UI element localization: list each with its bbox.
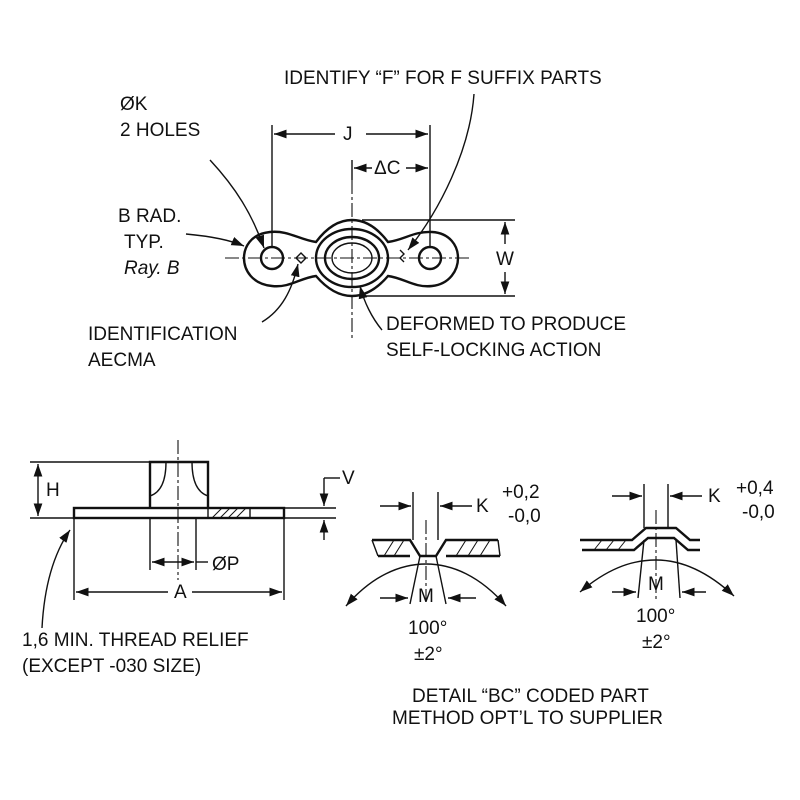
top-view: J ΔC W IDENTIFY “F” FOR F SUFFIX PARTS Ø… — [88, 68, 626, 371]
callout-f: IDENTIFY “F” FOR F SUFFIX PARTS — [284, 68, 602, 89]
rad-label-1: B RAD. — [118, 206, 181, 227]
boss-barrel — [148, 460, 210, 508]
rad-label-2: TYP. — [124, 232, 164, 253]
dr-tol-minus: -0,0 — [742, 502, 775, 523]
dr-m: M — [648, 574, 664, 595]
flange — [72, 506, 286, 520]
dim-p-label: ØP — [212, 554, 239, 575]
deformed-label-2: SELF-LOCKING ACTION — [386, 340, 601, 361]
f-mark — [399, 249, 405, 263]
detail-caption-2: METHOD OPT’L TO SUPPLIER — [392, 708, 663, 729]
dr-angle-tol: ±2° — [642, 632, 671, 653]
dl-m: M — [418, 586, 434, 607]
dl-angle: 100° — [408, 618, 447, 639]
hole-count-label: 2 HOLES — [120, 120, 200, 141]
detail-left: K +0,2 -0,0 M 100° ±2° — [345, 482, 541, 665]
relief-label-2: (EXCEPT -030 SIZE) — [22, 656, 201, 677]
ident-label-1: IDENTIFICATION — [88, 324, 238, 345]
detail-caption-1: DETAIL “BC” CODED PART — [412, 686, 649, 707]
dim-c-label: ΔC — [374, 158, 400, 179]
dl-tol-plus: +0,2 — [502, 482, 540, 503]
dl-k: K — [476, 496, 489, 517]
dim-w-label: W — [496, 249, 514, 270]
dl-tol-minus: -0,0 — [508, 506, 541, 527]
dr-k: K — [708, 486, 721, 507]
section-hatch — [207, 507, 251, 519]
dr-tol-plus: +0,4 — [736, 478, 774, 499]
rad-label-3: Ray. B — [124, 258, 180, 279]
dim-h-label: H — [46, 480, 60, 501]
ident-label-2: AECMA — [88, 350, 156, 371]
relief-label-1: 1,6 MIN. THREAD RELIEF — [22, 630, 249, 651]
dim-v-label: V — [342, 468, 355, 489]
dr-angle: 100° — [636, 606, 675, 627]
hole-dia-label: ØK — [120, 94, 148, 115]
detail-right: K +0,4 -0,0 M 100° ±2° — [579, 478, 775, 653]
dim-a-label: A — [174, 582, 187, 603]
dim-j-label: J — [343, 124, 353, 145]
dl-angle-tol: ±2° — [414, 644, 443, 665]
side-view: H V ØP A 1,6 MIN. THREAD RELIEF (EXCEPT … — [22, 440, 355, 677]
deformed-label-1: DEFORMED TO PRODUCE — [386, 314, 626, 335]
